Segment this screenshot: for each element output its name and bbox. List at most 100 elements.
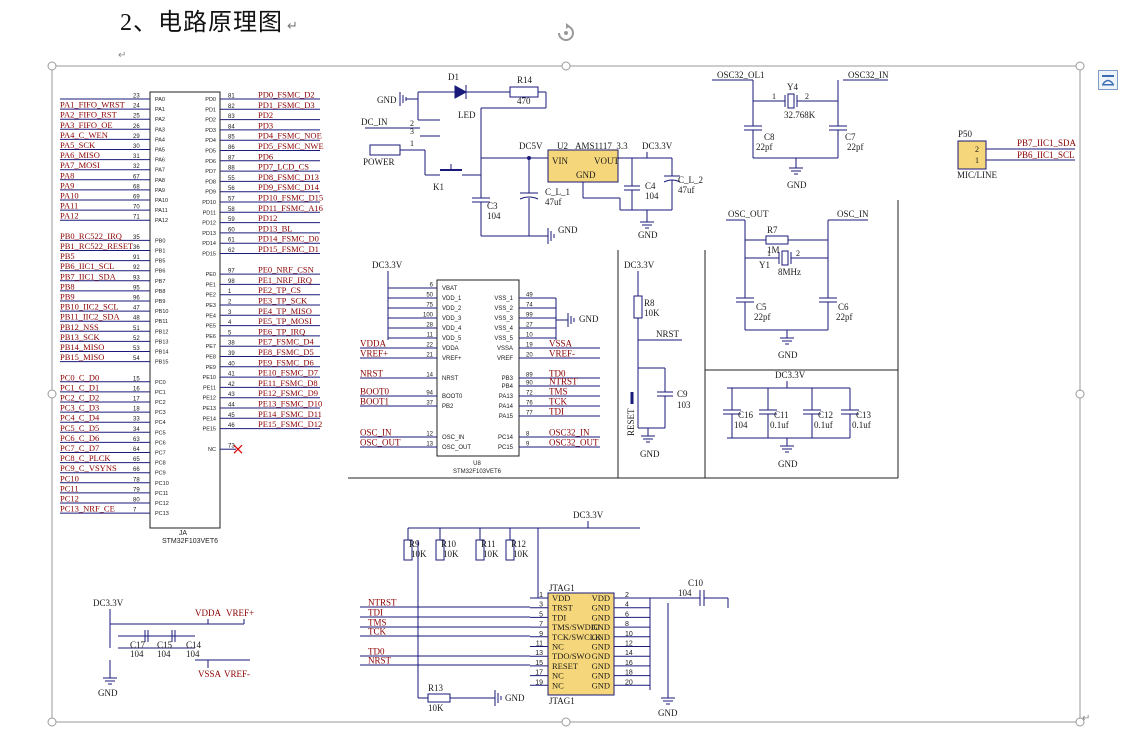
jtag-right-pin-name: GND — [592, 603, 610, 613]
reset-nrst-label: NRST — [656, 329, 680, 339]
mcu-right-net-label: PD12 — [258, 213, 277, 223]
u2-gnd-label: GND — [576, 170, 596, 180]
mcu-left-pin-name: PB6 — [155, 269, 165, 275]
mcu-left-net-label: PC10 — [60, 473, 79, 483]
u8-right-net-label: VSSA — [549, 339, 573, 349]
mic-sda-net: PB7_IIC1_SDA — [1017, 138, 1077, 148]
mcu-right-pin-number: 86 — [228, 145, 235, 151]
mcu-right-pin-number: 56 — [228, 186, 235, 192]
mcu-left-net-label: PC2_C_D2 — [60, 393, 99, 403]
mcu-left-pin-name: PC7 — [155, 451, 166, 457]
mcu-right-net-label: PD5_FSMC_NWE — [258, 141, 324, 151]
resize-handle[interactable] — [561, 61, 571, 71]
jtag-resistor-value: 10K — [513, 549, 529, 559]
mcu-right-pin-name: PE10 — [203, 375, 216, 381]
gnd-label: GND — [558, 225, 578, 235]
mcu-right-net-label: PE13_FSMC_D10 — [258, 399, 322, 409]
mcu-right-net-label: PD10_FSMC_D15 — [258, 193, 323, 203]
mcu-left-net-label: PA11 — [60, 201, 78, 211]
decap-value: 104 — [734, 420, 748, 430]
mcu-right-pin-number: 62 — [228, 248, 235, 254]
jtag-net-label: TDI — [368, 608, 383, 618]
mcu-right-pin-name: PE4 — [206, 313, 216, 319]
mcu-right-pin-name: PD5 — [205, 149, 216, 155]
mcu-left-pin-number: 66 — [133, 467, 140, 473]
mcu-left-pin-number: 64 — [133, 447, 140, 453]
osc-pin1: 1 — [767, 249, 771, 258]
jtag-right-pin-name: GND — [592, 651, 610, 661]
c6-label: C6 — [838, 302, 849, 312]
u8-right-pin-number: 89 — [526, 373, 533, 379]
mcu-left-net-label: PB0_RC522_IRQ — [60, 231, 122, 241]
mcu-right-net-label: PE9_FSMC_D6 — [258, 357, 314, 367]
paragraph-mark-top: ↵ — [118, 50, 127, 61]
mcu-left-pin-number: 68 — [133, 184, 140, 190]
u8-right-pin-name: VSSA — [497, 346, 513, 352]
mcu-left-pin-name: PB0 — [155, 238, 165, 244]
mcu-right-pin-number: 1 — [228, 289, 232, 295]
mcu-right-net-label: PD13_BL — [258, 223, 292, 233]
mcu-left-pin-name: PB12 — [155, 329, 168, 335]
jtag-left-pin-name: TRST — [552, 603, 574, 613]
resize-handle[interactable] — [47, 717, 57, 727]
mcu-right-pin-name: PD10 — [202, 200, 216, 206]
rotate-handle-icon[interactable] — [555, 22, 577, 44]
cl2-value: 47uf — [678, 185, 695, 195]
rtc-32k-oscillator: OSC32_OL1 OSC32_IN Y4 1 2 32.768K C8 22p… — [712, 70, 889, 190]
decap-ref: C11 — [774, 410, 789, 420]
jtag-right-pin-number: 20 — [625, 679, 633, 686]
c15-label: C15 — [157, 640, 173, 650]
mcu-left-net-label: PC12 — [60, 494, 79, 504]
jtag-ref-bottom: JTAG1 — [549, 696, 575, 706]
resize-handle[interactable] — [561, 717, 571, 727]
u8-right-net-label: VREF- — [549, 349, 575, 359]
u8-right-pin-name: PA15 — [499, 414, 514, 420]
u8-right-pin-number: 19 — [526, 343, 533, 349]
resize-handle[interactable] — [1075, 61, 1085, 71]
mcu-right-net-label: PE6_TP_IRQ — [258, 326, 305, 336]
mcu-left-net-label: PB11_IIC2_SDA — [60, 312, 121, 322]
resize-handle[interactable] — [1075, 717, 1085, 727]
ams-label: AMS1117_3.3 — [575, 141, 628, 151]
power-supply-section: GND D1 LED R14 470 DC_IN 2 3 1 POWER K1 — [361, 72, 703, 244]
mcu-right-net-label: PE15_FSMC_D12 — [258, 419, 322, 429]
jtag-right-pin-name: GND — [592, 632, 610, 642]
u8-left-pin-number: 11 — [427, 333, 434, 339]
mcu-left-net-label: PB9 — [60, 292, 75, 302]
mcu-right-net-label: PD9_FSMC_D14 — [258, 182, 320, 192]
u8-left-pin-name: OSC_OUT — [442, 445, 471, 451]
u8-part: STM32F103VET6 — [453, 469, 502, 475]
mcu-right-pin-name: PE3 — [206, 303, 216, 309]
u8-right-pin-number: 77 — [526, 411, 533, 417]
resize-handle[interactable] — [47, 389, 57, 399]
mcu-left-pin-number: 63 — [133, 437, 140, 443]
u8-left-net-label: VDDA — [360, 339, 386, 349]
jtag-left-pin-number: 11 — [536, 641, 543, 648]
mcu-right-pin-name: PE15 — [203, 427, 216, 433]
mcu-left-pin-number: 93 — [133, 275, 140, 281]
u8-right-net-label: TDI — [549, 407, 564, 417]
mcu-right-pin-name: PE14 — [203, 416, 216, 422]
jtag-net-label: NTRST — [368, 598, 397, 608]
c4-value: 104 — [645, 191, 659, 201]
resize-handle[interactable] — [47, 61, 57, 71]
jtag-right-pin-name: GND — [592, 661, 610, 671]
mcu-right-net-label: PE0_NRF_CSN — [258, 265, 314, 275]
layout-options-button[interactable] — [1098, 70, 1118, 90]
mcu-left-net-label: PC11 — [60, 483, 79, 493]
r8-label: R8 — [644, 298, 655, 308]
jtag-gnd-label: GND — [505, 693, 525, 703]
c3-label: C3 — [487, 201, 498, 211]
y4-label: Y4 — [787, 82, 798, 92]
jtag-net-label: TD0 — [368, 647, 385, 657]
mcu-right-pin-name: PD3 — [205, 128, 216, 134]
u8-right-pin-number: 20 — [526, 353, 533, 359]
mcu-left-pin-number: 16 — [133, 386, 140, 392]
paragraph-mark: ↵ — [287, 18, 299, 33]
jtag-right-pin-number: 14 — [625, 650, 633, 657]
mcu-left-pin-number: 52 — [133, 336, 140, 342]
mcu-right-pin-name: PD15 — [202, 252, 216, 258]
jtag-left-pin-number: 19 — [535, 679, 543, 686]
u8-left-pin-name: BOOT0 — [442, 394, 463, 400]
resize-handle[interactable] — [1075, 389, 1085, 399]
